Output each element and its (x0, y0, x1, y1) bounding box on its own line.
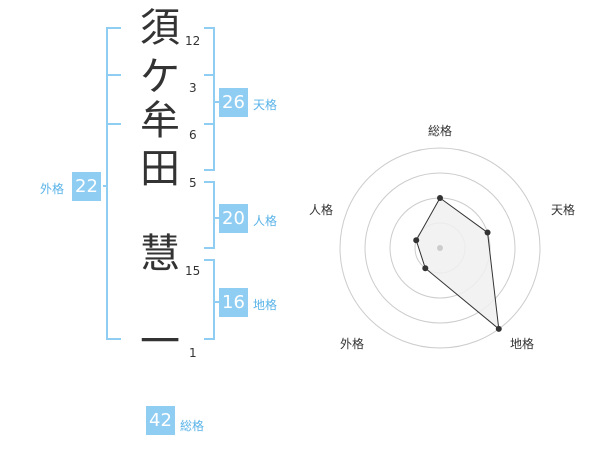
radar-axis-label-gaikaku: 外格 (340, 337, 365, 351)
soukaku-value: 42 (146, 406, 175, 435)
jinkaku-bracket (204, 181, 215, 249)
radar-grid-ring (339, 147, 541, 349)
radar-axis-label-jinkaku: 人格 (309, 203, 334, 217)
name-char-2: ケ (140, 54, 180, 100)
radar-point-0 (437, 195, 443, 201)
tenkaku-bracket (204, 27, 215, 171)
radar-series-area (415, 197, 500, 331)
radar-axis-label-soukaku: 総格 (428, 124, 453, 138)
stroke-count-4: 5 (189, 176, 197, 190)
radar-point-2 (495, 325, 502, 332)
stroke-count-2: 3 (189, 81, 197, 95)
chikaku-bracket (204, 259, 215, 340)
name-char-5: 慧 (140, 231, 180, 277)
radar-point-4 (413, 237, 420, 244)
soukaku-label: 総格 (180, 419, 205, 433)
gaikaku-bracket (106, 27, 121, 340)
name-char-4: 田 (140, 146, 180, 192)
jinkaku-value: 20 (219, 204, 248, 233)
radar-point-3 (422, 265, 429, 272)
tenkaku-label: 天格 (253, 98, 278, 112)
name-char-1: 須 (140, 5, 180, 51)
radar-center-point (437, 245, 443, 251)
stroke-count-1: 12 (185, 34, 201, 48)
jinkaku-label: 人格 (253, 214, 278, 228)
chikaku-label: 地格 (253, 298, 278, 312)
radar-axis-label-tenkaku: 天格 (551, 203, 576, 217)
radar-grid-ring (364, 172, 516, 324)
radar-axis-label-chikaku: 地格 (510, 337, 535, 351)
stroke-count-5: 15 (185, 264, 201, 278)
stroke-count-3: 6 (189, 128, 197, 142)
tenkaku-value: 26 (219, 88, 248, 117)
chikaku-value: 16 (219, 288, 248, 317)
stroke-count-6: 1 (189, 346, 197, 360)
name-char-6: 一 (140, 319, 180, 365)
gaikaku-value: 22 (72, 172, 101, 201)
radar-point-1 (484, 229, 491, 236)
name-char-3: 牟 (140, 98, 180, 144)
gaikaku-label: 外格 (40, 182, 65, 196)
